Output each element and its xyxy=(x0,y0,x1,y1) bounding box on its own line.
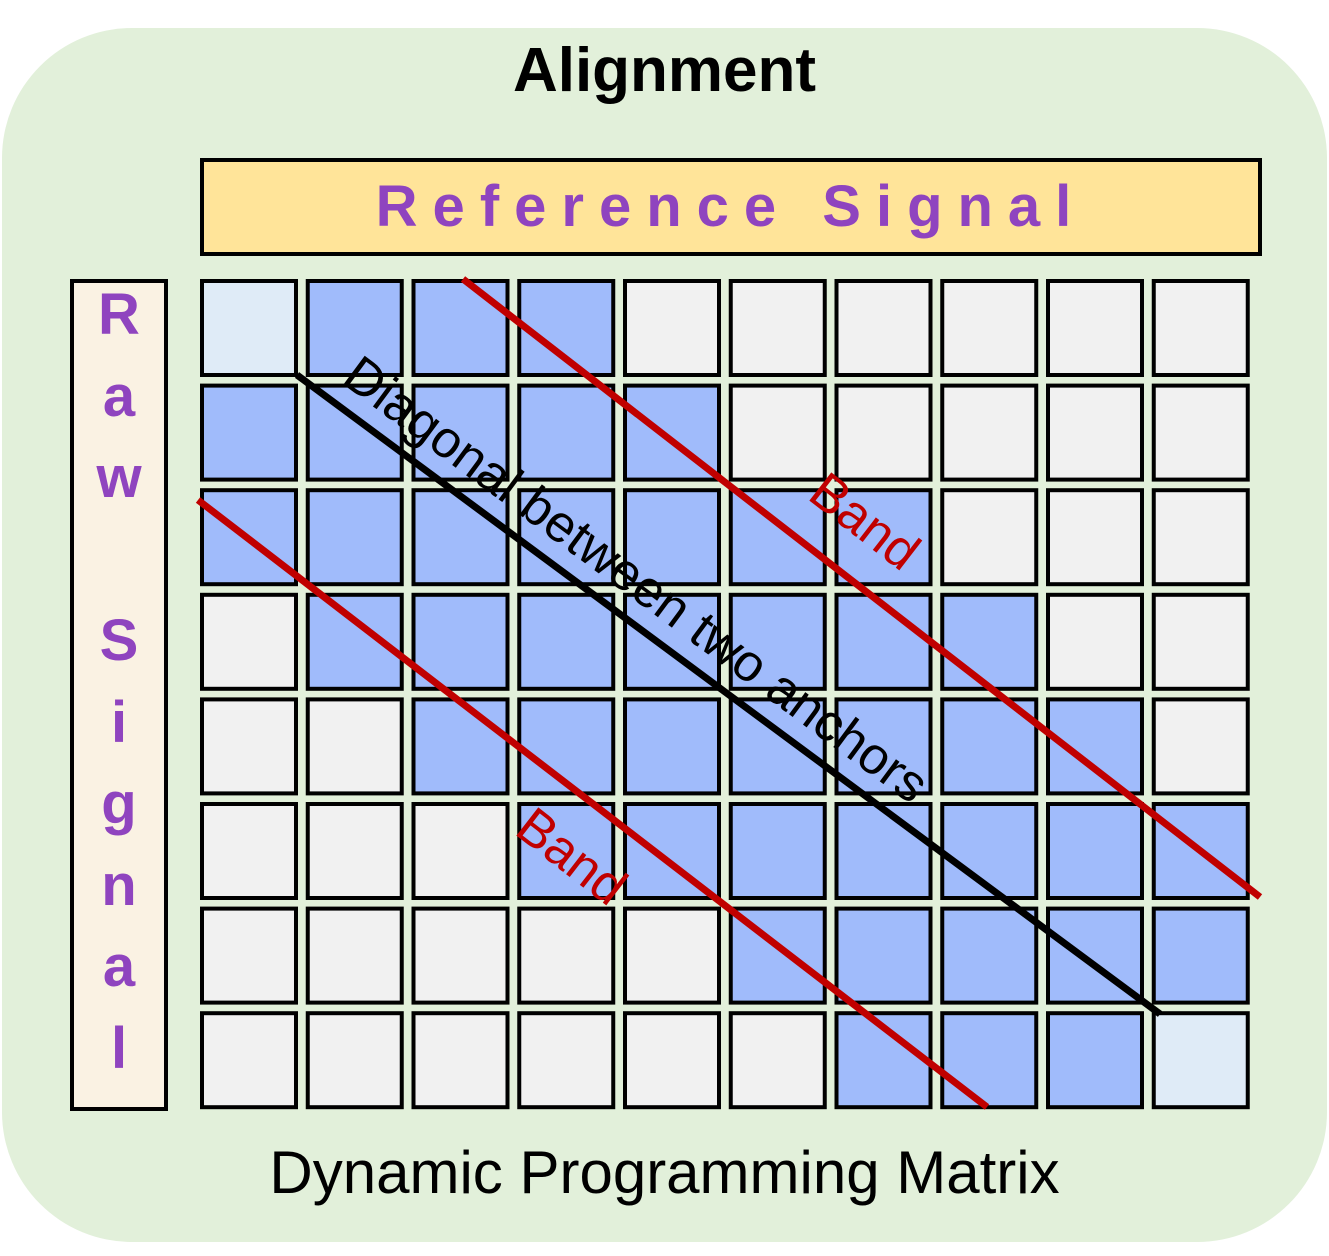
matrix-cell-band xyxy=(517,383,616,482)
matrix-cell-empty xyxy=(200,592,298,691)
matrix-cell-empty xyxy=(517,906,616,1005)
matrix-cell-anchor xyxy=(1151,1011,1250,1110)
band-upper-line xyxy=(460,276,1263,900)
matrix-cell-empty xyxy=(940,488,1039,587)
matrix-cell-band xyxy=(940,906,1039,1005)
matrix-cell-band xyxy=(411,279,510,377)
matrix-cell-empty xyxy=(517,1011,616,1110)
matrix-cell-band xyxy=(305,279,404,377)
matrix-cell-empty xyxy=(411,1011,510,1110)
matrix-cell-empty xyxy=(200,1011,298,1110)
matrix-cell-band xyxy=(517,697,616,796)
matrix-cell-empty xyxy=(411,906,510,1005)
matrix-cell-band xyxy=(940,802,1039,900)
matrix-cell-band xyxy=(834,906,933,1005)
matrix-cell-empty xyxy=(834,383,933,482)
matrix-cell-band xyxy=(411,697,510,796)
matrix-cell-band xyxy=(1046,1011,1144,1110)
matrix-cell-band xyxy=(728,488,827,587)
matrix-cell-band xyxy=(517,488,616,587)
matrix-cell-band xyxy=(200,383,298,482)
raw-signal-letter: n xyxy=(101,852,137,918)
matrix-cell-empty xyxy=(1046,383,1144,482)
matrix-cell-empty xyxy=(200,802,298,900)
matrix-cell-band xyxy=(517,802,616,900)
raw-signal-letter: a xyxy=(102,363,136,429)
matrix-cell-band xyxy=(411,592,510,691)
matrix-cell-band xyxy=(623,697,721,796)
band-lower-line xyxy=(195,497,990,1110)
matrix-cell-band xyxy=(1046,802,1144,900)
matrix-cell-band xyxy=(834,802,933,900)
raw-signal-letter: g xyxy=(101,771,137,836)
matrix-cell-band xyxy=(834,697,933,796)
matrix-cell-empty xyxy=(411,802,510,900)
raw-signal-letter: i xyxy=(110,689,128,755)
matrix-cell-band xyxy=(517,592,616,691)
matrix-cell-empty xyxy=(1046,488,1144,587)
matrix-cell-empty xyxy=(1151,592,1250,691)
matrix-cell-empty xyxy=(940,279,1039,377)
matrix-cell-empty xyxy=(305,802,404,900)
matrix-cell-empty xyxy=(200,906,298,1005)
matrix-caption: Dynamic Programming Matrix xyxy=(269,1139,1060,1206)
matrix-cell-band xyxy=(940,592,1039,691)
matrix-cell-empty xyxy=(728,279,827,377)
matrix-cell-empty xyxy=(834,279,933,377)
matrix-cell-empty xyxy=(1151,279,1250,377)
matrix-cell-band xyxy=(728,592,827,691)
matrix-cell-band xyxy=(305,383,404,482)
matrix-cell-band xyxy=(411,488,510,587)
raw-signal-letter: S xyxy=(99,608,139,673)
matrix-cell-band xyxy=(940,1011,1039,1110)
matrix-cell-band xyxy=(1151,906,1250,1005)
matrix-cell-empty xyxy=(940,383,1039,482)
matrix-cell-empty xyxy=(623,906,721,1005)
matrix-cell-band xyxy=(834,592,933,691)
matrix-cell-empty xyxy=(1151,697,1250,796)
matrix-cell-empty xyxy=(1046,279,1144,377)
matrix-cell-band xyxy=(728,802,827,900)
matrix-cell-empty xyxy=(728,1011,827,1110)
matrix-cell-empty xyxy=(1046,592,1144,691)
diagram-title: Alignment xyxy=(512,36,817,105)
matrix-cell-band xyxy=(623,488,721,587)
matrix-cell-band xyxy=(728,697,827,796)
raw-signal-letter: R xyxy=(98,282,140,347)
matrix-cell-band xyxy=(623,802,721,900)
matrix-cell-empty xyxy=(1151,488,1250,587)
matrix-cell-empty xyxy=(200,697,298,796)
matrix-cell-empty xyxy=(623,279,721,377)
matrix-cell-band xyxy=(305,488,404,587)
matrix-cell-empty xyxy=(728,383,827,482)
matrix-cell-band xyxy=(728,906,827,1005)
raw-signal-letter: w xyxy=(96,445,142,510)
diagonal-line xyxy=(294,372,1163,1017)
raw-signal-letter: l xyxy=(110,1015,128,1081)
reference-signal-box: Reference Signal xyxy=(200,158,1262,256)
matrix-cell-empty xyxy=(1151,383,1250,482)
matrix-cell-band xyxy=(411,383,510,482)
matrix-cell-empty xyxy=(305,1011,404,1110)
matrix-cell-empty xyxy=(623,1011,721,1110)
raw-signal-letter: a xyxy=(102,934,136,999)
matrix-cell-empty xyxy=(305,906,404,1005)
matrix-cell-anchor xyxy=(200,279,298,377)
matrix-cell-band xyxy=(834,488,933,587)
matrix-cell-band xyxy=(623,383,721,482)
matrix-cell-empty xyxy=(305,697,404,796)
